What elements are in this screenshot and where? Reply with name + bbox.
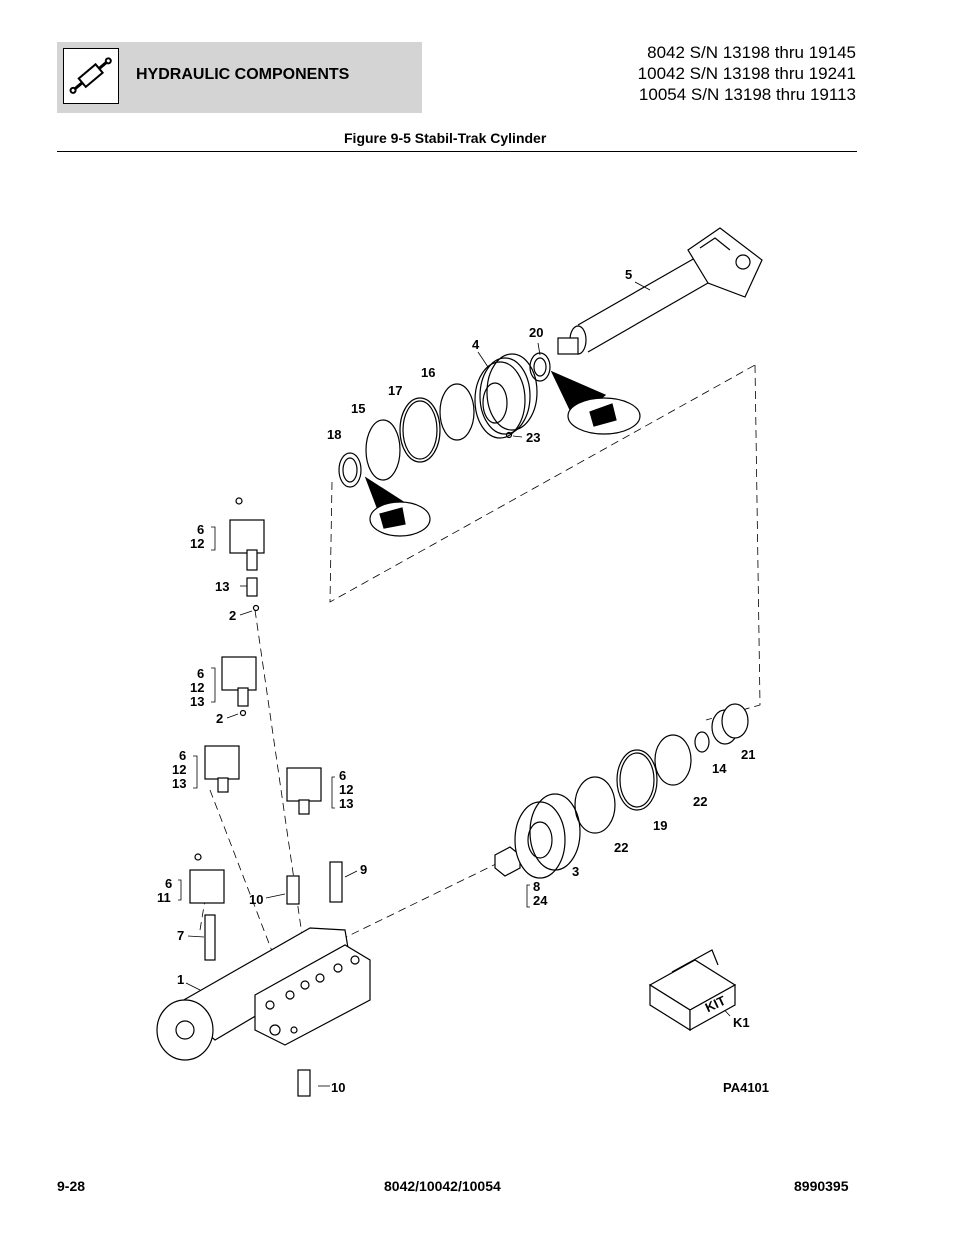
callout: 12 — [190, 536, 204, 551]
callout: 6 — [339, 768, 346, 783]
cylinder-rod — [557, 227, 763, 355]
callout: K1 — [733, 1015, 750, 1030]
kit-box — [648, 949, 737, 1032]
cylinder-barrel — [156, 927, 371, 1061]
callout: 14 — [712, 761, 727, 776]
callout: 16 — [421, 365, 435, 380]
part-number: 8990395 — [794, 1178, 849, 1194]
callout: 19 — [653, 818, 667, 833]
callout: 10 — [331, 1080, 345, 1095]
solenoid-valve — [189, 497, 343, 1097]
callout: 13 — [190, 694, 204, 709]
callout: 15 — [351, 401, 365, 416]
callout: 7 — [177, 928, 184, 943]
callout: 23 — [526, 430, 540, 445]
callout: 22 — [693, 794, 707, 809]
callout: 2 — [229, 608, 236, 623]
callout: 4 — [472, 337, 480, 352]
exploded-diagram: KIT 5 20 4 16 17 15 18 23 6 12 13 2 6 12… — [156, 227, 769, 1097]
piston — [474, 353, 538, 439]
callout: 11 — [157, 890, 171, 905]
callout: 8 — [533, 879, 540, 894]
callout: 18 — [327, 427, 341, 442]
serial-line: 10054 S/N 13198 thru 19113 — [638, 85, 856, 104]
callout: 3 — [572, 864, 579, 879]
callout: 5 — [625, 267, 632, 282]
serial-ranges: 8042 S/N 13198 thru 19145 10042 S/N 1319… — [638, 42, 856, 105]
callout: 20 — [529, 325, 543, 340]
callout: 12 — [190, 680, 204, 695]
callout: 6 — [197, 522, 204, 537]
page-number: 9-28 — [57, 1178, 86, 1194]
callout: 21 — [741, 747, 755, 762]
callout: 6 — [197, 666, 204, 681]
section-title: HYDRAULIC COMPONENTS — [136, 66, 350, 83]
callout: 13 — [172, 776, 186, 791]
ring-20 — [529, 352, 551, 382]
callout: 12 — [172, 762, 186, 777]
figure-code: PA4101 — [723, 1080, 769, 1095]
callout: 22 — [614, 840, 628, 855]
detail-magnifier — [364, 370, 641, 537]
model-numbers: 8042/10042/10054 — [384, 1178, 501, 1194]
callout: 9 — [360, 862, 367, 877]
serial-line: 10042 S/N 13198 thru 19241 — [637, 64, 856, 83]
serial-line: 8042 S/N 13198 thru 19145 — [647, 43, 856, 62]
hydraulic-cylinder-icon — [63, 48, 119, 104]
callout: 13 — [215, 579, 229, 594]
callout: 24 — [533, 893, 548, 908]
callout: 6 — [165, 876, 172, 891]
callout: 17 — [388, 383, 402, 398]
callout: 10 — [249, 892, 263, 907]
callout: 1 — [177, 972, 184, 987]
header-divider — [57, 151, 857, 152]
callout: 13 — [339, 796, 353, 811]
callout: 2 — [216, 711, 223, 726]
callout: 12 — [339, 782, 353, 797]
figure-title: Figure 9-5 Stabil-Trak Cylinder — [344, 130, 547, 146]
callout: 6 — [179, 748, 186, 763]
